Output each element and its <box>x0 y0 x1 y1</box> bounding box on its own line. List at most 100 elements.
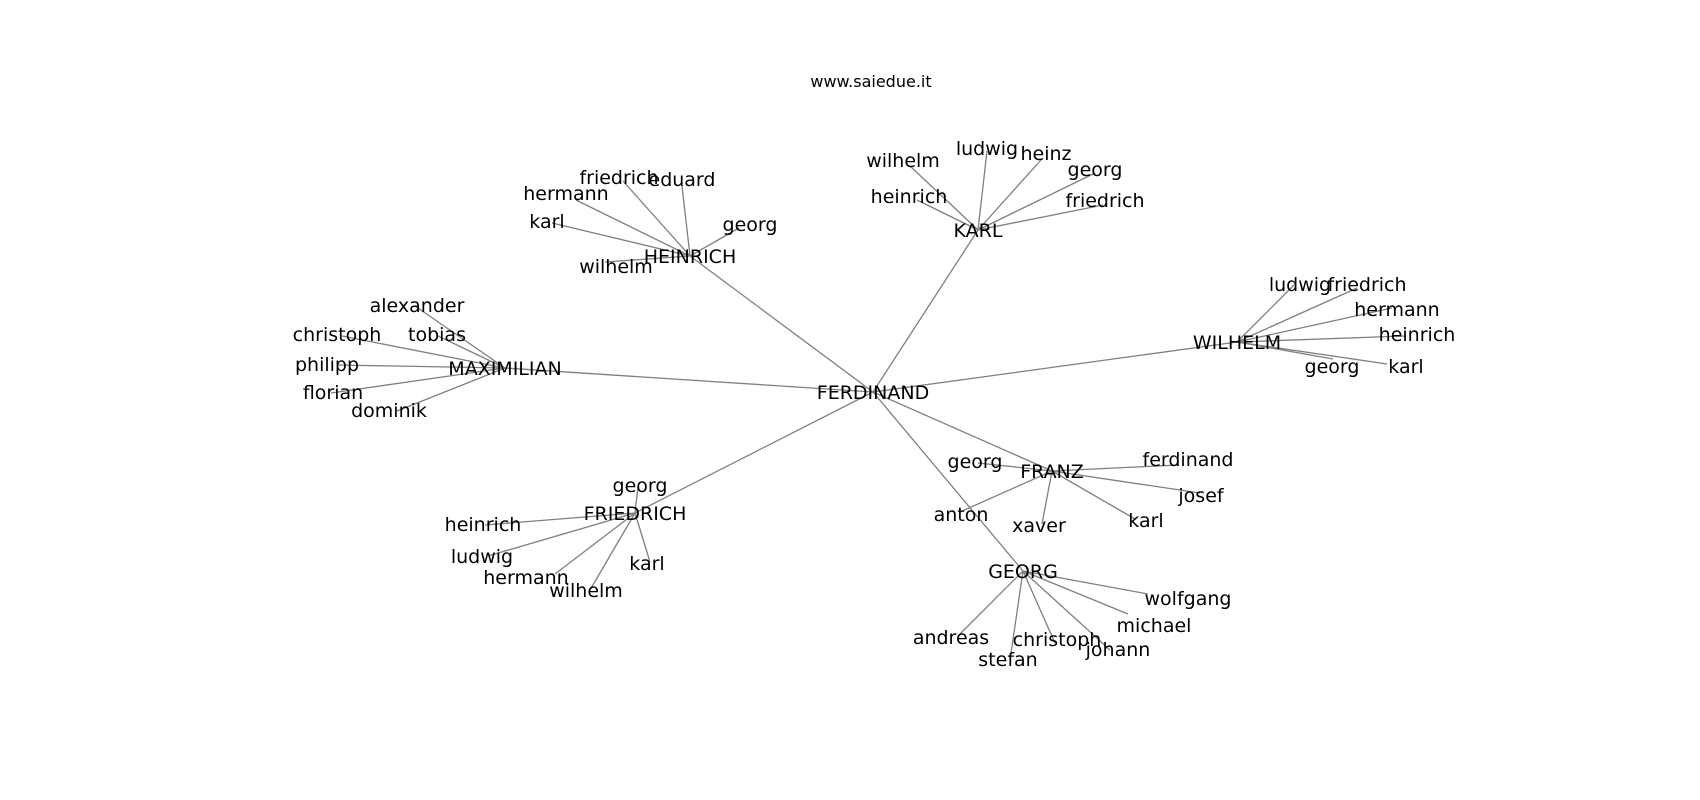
node-labels: FERDINANDHEINRICHfriedricheduardhermannk… <box>293 138 1456 671</box>
hub-node-friedrich: FRIEDRICH <box>584 503 687 525</box>
leaf-node-xaver: xaver <box>1012 515 1066 537</box>
edge-karl-heinz <box>977 159 1042 231</box>
leaf-node-wilhelm: wilhelm <box>549 580 623 602</box>
leaf-node-florian: florian <box>303 382 363 404</box>
edge-root-karl <box>872 229 979 393</box>
edge-karl-heinrich <box>916 199 979 231</box>
leaf-node-eduard: eduard <box>649 169 716 191</box>
edge-franz-anton <box>959 470 1053 513</box>
edge-friedrich-wilhelm <box>589 512 636 591</box>
edge-root-franz <box>872 391 1053 472</box>
leaf-node-georg: georg <box>613 475 668 497</box>
edge-wilhelm-ludwig <box>1236 284 1295 343</box>
leaf-node-friedrich: friedrich <box>579 167 658 189</box>
leaf-node-friedrich: friedrich <box>1065 190 1144 212</box>
leaf-node-georg: georg <box>723 214 778 236</box>
edge-friedrich-ludwig <box>487 512 636 557</box>
edge-friedrich-georg <box>634 486 639 514</box>
leaf-node-georg: georg <box>1068 159 1123 181</box>
leaf-node-heinrich: heinrich <box>1379 324 1456 346</box>
leaf-node-anton: anton <box>934 504 989 526</box>
edge-georg-stefan <box>1009 570 1024 661</box>
leaf-node-ludwig: ludwig <box>451 546 513 568</box>
edge-karl-georg <box>977 172 1096 231</box>
edge-georg-andreas <box>957 570 1024 637</box>
leaf-node-johann: johann <box>1085 639 1151 661</box>
edge-maximilian-tobias <box>435 334 506 369</box>
leaf-node-friedrich: friedrich <box>1327 274 1406 296</box>
edge-heinrich-wilhelm <box>604 255 691 263</box>
leaf-node-heinz: heinz <box>1020 143 1071 165</box>
edge-friedrich-hermann <box>554 512 636 575</box>
leaf-node-ferdinand: ferdinand <box>1143 449 1234 471</box>
edge-friedrich-karl <box>634 512 651 563</box>
edge-wilhelm-heinrich <box>1236 335 1407 343</box>
leaf-node-karl: karl <box>529 211 564 233</box>
leaf-node-georg: georg <box>1305 356 1360 378</box>
edge-root-heinrich <box>689 255 874 393</box>
hub-node-wilhelm: WILHELM <box>1193 332 1281 354</box>
edge-wilhelm-hermann <box>1236 307 1393 343</box>
edge-georg-johann <box>1022 570 1111 651</box>
edge-friedrich-heinrich <box>484 512 636 526</box>
edge-maximilian-christoph <box>341 335 506 369</box>
leaf-node-wilhelm: wilhelm <box>866 150 940 172</box>
leaf-node-ludwig: ludwig <box>956 138 1018 160</box>
edge-georg-wolfgang <box>1022 570 1149 595</box>
edge-franz-josef <box>1051 470 1201 494</box>
edge-heinrich-hermann <box>575 199 691 257</box>
leaf-node-dominik: dominik <box>351 400 427 422</box>
edge-heinrich-karl <box>551 222 691 257</box>
leaf-node-wilhelm: wilhelm <box>579 256 653 278</box>
leaf-node-stefan: stefan <box>978 649 1037 671</box>
edge-franz-ferdinand <box>1051 464 1179 472</box>
edge-karl-friedrich <box>977 204 1104 231</box>
edge-maximilian-alexander <box>414 305 506 369</box>
edge-root-wilhelm <box>872 341 1238 393</box>
leaf-node-karl: karl <box>629 553 664 575</box>
leaf-node-hermann: hermann <box>523 183 608 205</box>
edge-heinrich-georg <box>689 227 740 257</box>
hub-node-georg: GEORG <box>988 561 1058 583</box>
edge-franz-georg <box>977 462 1053 472</box>
edge-karl-ludwig <box>977 150 988 231</box>
leaf-node-ludwig: ludwig <box>1269 274 1331 296</box>
edge-maximilian-philipp <box>336 364 506 369</box>
edge-root-friedrich <box>634 391 874 514</box>
root-node-label: FERDINAND <box>817 382 929 404</box>
leaf-node-tobias: tobias <box>408 324 466 346</box>
edge-georg-michael <box>1022 570 1129 615</box>
hub-node-heinrich: HEINRICH <box>644 246 736 268</box>
leaf-node-josef: josef <box>1177 485 1224 507</box>
leaf-node-heinrich: heinrich <box>445 514 522 536</box>
leaf-node-karl: karl <box>1388 356 1423 378</box>
edges <box>330 150 1407 661</box>
edge-wilhelm-friedrich <box>1236 287 1358 343</box>
edge-heinrich-eduard <box>681 185 691 257</box>
leaf-node-hermann: hermann <box>1354 299 1439 321</box>
page-title: www.saiedue.it <box>810 72 932 91</box>
edge-franz-xaver <box>1041 470 1053 525</box>
edge-heinrich-friedrich <box>622 180 691 257</box>
edge-wilhelm-karl <box>1236 341 1388 365</box>
edge-georg-christoph <box>1022 570 1056 644</box>
leaf-node-heinrich: heinrich <box>871 186 948 208</box>
edge-maximilian-dominik <box>396 367 506 412</box>
leaf-node-alexander: alexander <box>370 295 465 317</box>
hub-node-franz: FRANZ <box>1020 461 1084 483</box>
edge-karl-wilhelm <box>909 165 979 231</box>
edge-root-georg <box>872 391 1024 572</box>
leaf-node-wolfgang: wolfgang <box>1145 588 1232 610</box>
hub-node-maximilian: MAXIMILIAN <box>448 358 561 380</box>
hub-node-karl: KARL <box>954 220 1003 242</box>
edge-root-maximilian <box>504 367 874 393</box>
edge-maximilian-florian <box>330 367 506 394</box>
leaf-node-georg: georg <box>948 451 1003 473</box>
leaf-node-hermann: hermann <box>483 567 568 589</box>
leaf-node-christoph: christoph <box>293 324 382 346</box>
leaf-node-philipp: philipp <box>295 354 359 376</box>
leaf-node-christoph: christoph <box>1013 629 1102 651</box>
leaf-node-michael: michael <box>1117 615 1192 637</box>
edge-franz-karl <box>1051 470 1136 520</box>
